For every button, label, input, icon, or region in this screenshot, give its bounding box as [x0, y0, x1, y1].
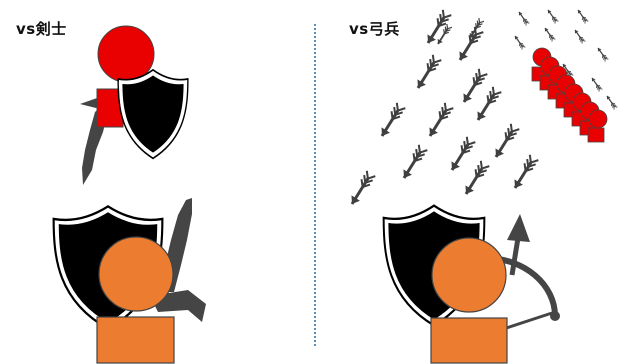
arrow-icon: [595, 46, 610, 63]
arrow-icon: [398, 143, 429, 183]
player-head: [98, 236, 174, 312]
panel-title-vs-archer: vs弓兵: [349, 20, 400, 38]
player-head: [431, 237, 507, 313]
arrow-icon: [472, 85, 503, 125]
arrow-icon: [454, 25, 485, 65]
arrow-icon: [458, 67, 489, 107]
player-body: [430, 317, 508, 364]
enemy-archer-formation: [531, 47, 608, 143]
arrow-icon: [424, 101, 455, 141]
player-vs-swordsman: [52, 198, 206, 364]
arrow-icon: [516, 10, 531, 27]
arrow-icon: [509, 153, 540, 193]
enemy-shield-icon: [117, 69, 189, 160]
player-body: [96, 316, 175, 364]
player-vs-archer: [382, 204, 560, 364]
arrow-icon: [589, 76, 604, 93]
panel-title-vs-swordsman: vs剣士: [16, 20, 67, 38]
arrow-icon: [575, 8, 590, 25]
arrow-volley: [346, 8, 540, 209]
panel-divider: [314, 24, 316, 346]
arrow-icon: [446, 135, 477, 175]
arrow-icon: [412, 53, 443, 93]
arrow-icon: [512, 34, 527, 51]
arrow-icon: [490, 122, 521, 162]
arrow-icon: [460, 159, 491, 199]
arrow-icon: [346, 169, 377, 209]
arrow-icon: [542, 26, 557, 43]
arrow-icon: [376, 101, 407, 141]
arrow-icon: [604, 94, 619, 111]
archer-unit: [587, 109, 608, 143]
enemy-swordsman: [80, 25, 189, 185]
arrow-icon: [545, 8, 560, 25]
arrow-icon: [572, 28, 587, 45]
